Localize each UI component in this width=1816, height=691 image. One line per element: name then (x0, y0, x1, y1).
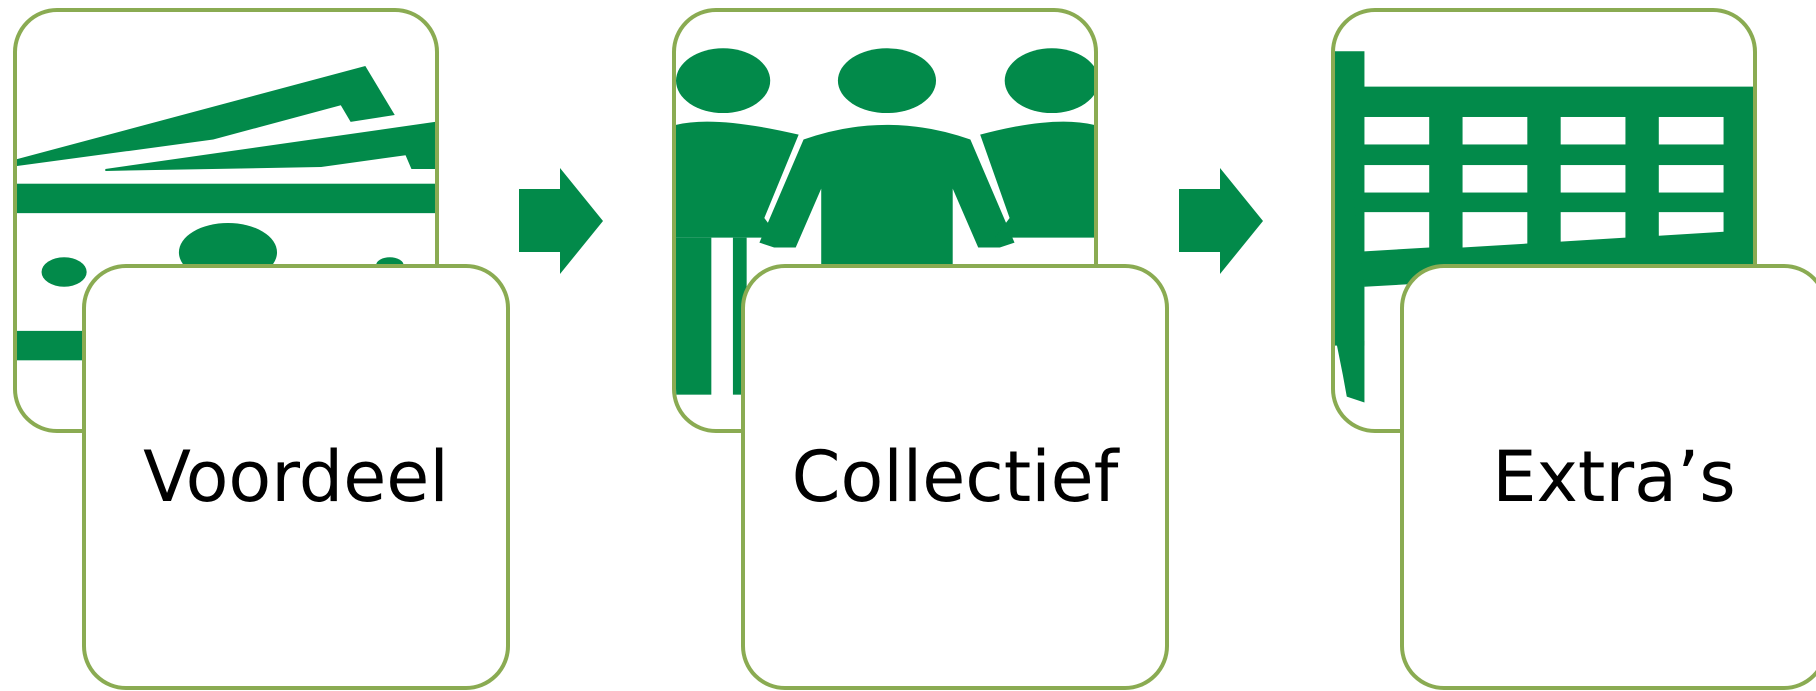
step-collectief: Collectief (659, 0, 1195, 691)
step-label: Extra’s (1492, 436, 1736, 518)
arrow-right-icon (519, 168, 603, 274)
calendar-grid-icon (1335, 51, 1753, 403)
step-label: Collectief (791, 436, 1119, 518)
step-extras: Extra’s (1318, 0, 1816, 691)
arrow-shape (1179, 168, 1263, 274)
arrow-right-icon (1179, 168, 1263, 274)
step-label-card: Voordeel (82, 264, 510, 690)
step-label-card: Collectief (741, 264, 1169, 690)
step-label-card: Extra’s (1400, 264, 1816, 690)
step-label: Voordeel (143, 436, 449, 518)
step-voordeel: Voordeel (0, 0, 536, 691)
arrow-shape (519, 168, 603, 274)
